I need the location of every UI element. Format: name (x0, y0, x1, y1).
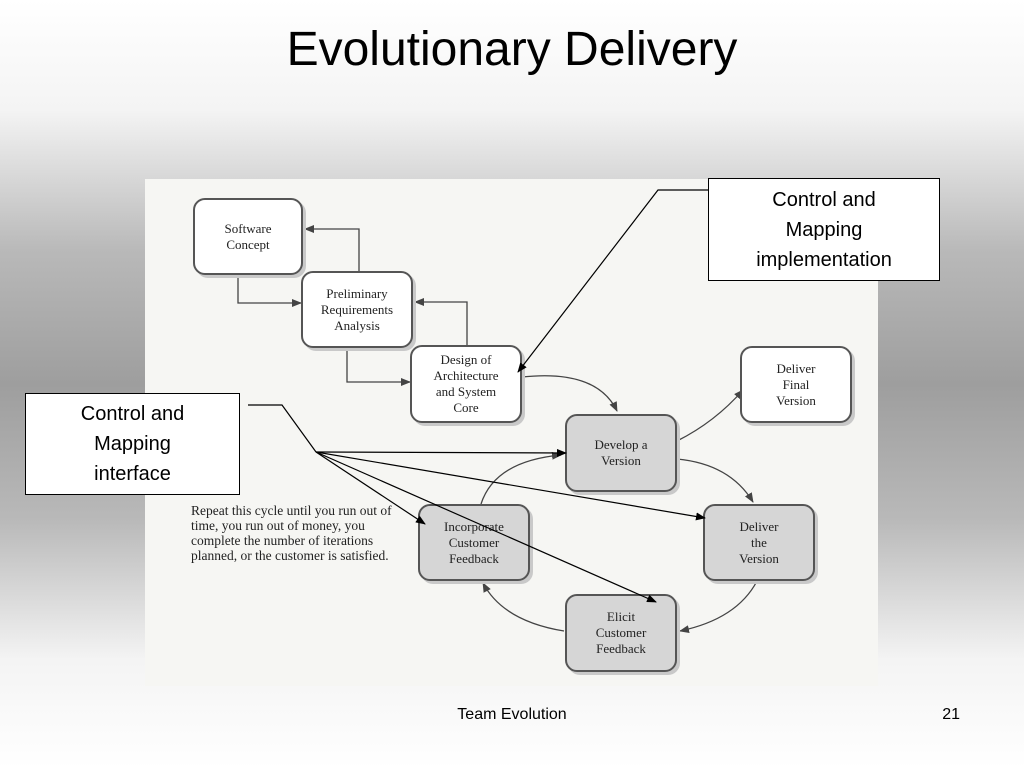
connector-concept-to-requirements (237, 275, 302, 307)
callout-interface-text: Control and Mapping interface (80, 403, 185, 485)
callout-interface: Control and Mapping interface (25, 393, 240, 495)
node-software-concept: Software Concept (193, 198, 303, 275)
node-deliver-final-version: Deliver Final Version (740, 346, 852, 423)
footer-text: Team Evolution (457, 706, 567, 723)
node-deliver-the-version: Deliver the Version (703, 504, 815, 581)
node-design-architecture: Design of Architecture and System Core (410, 345, 522, 423)
pointer-interface-elicit (315, 451, 657, 603)
callout-implementation: Control and Mapping implementation (708, 178, 940, 281)
connector-design-to-develop (521, 375, 618, 412)
page-number: 21 (942, 706, 960, 723)
node-develop-version: Develop a Version (565, 414, 677, 492)
connector-requirements-to-design (346, 348, 411, 386)
pointer-implementation (517, 189, 708, 373)
pointer-interface-develop (315, 448, 567, 457)
pointer-interface-deliver (315, 451, 706, 521)
node-incorporate-feedback: Incorporate Customer Feedback (418, 504, 530, 581)
node-preliminary-requirements: Preliminary Requirements Analysis (301, 271, 413, 348)
connector-deliver-to-elicit (679, 580, 758, 634)
connector-requirements-to-concept (304, 225, 360, 271)
connector-develop-to-final (676, 389, 744, 442)
slide-title: Evolutionary Delivery (286, 23, 738, 76)
callout-implementation-text: Control and Mapping implementation (756, 188, 892, 271)
repeat-cycle-note: Repeat this cycle until you run out of t… (191, 503, 392, 563)
pointer-interface-stem (248, 404, 317, 453)
connector-incorporate-to-develop (480, 451, 562, 505)
node-elicit-feedback: Elicit Customer Feedback (565, 594, 677, 672)
connector-design-to-requirements (414, 298, 468, 345)
connector-elicit-to-incorporate (482, 582, 565, 632)
connector-develop-to-deliver (676, 458, 754, 503)
pointer-interface-incorporate (315, 451, 426, 525)
diagram-connectors (237, 225, 758, 634)
